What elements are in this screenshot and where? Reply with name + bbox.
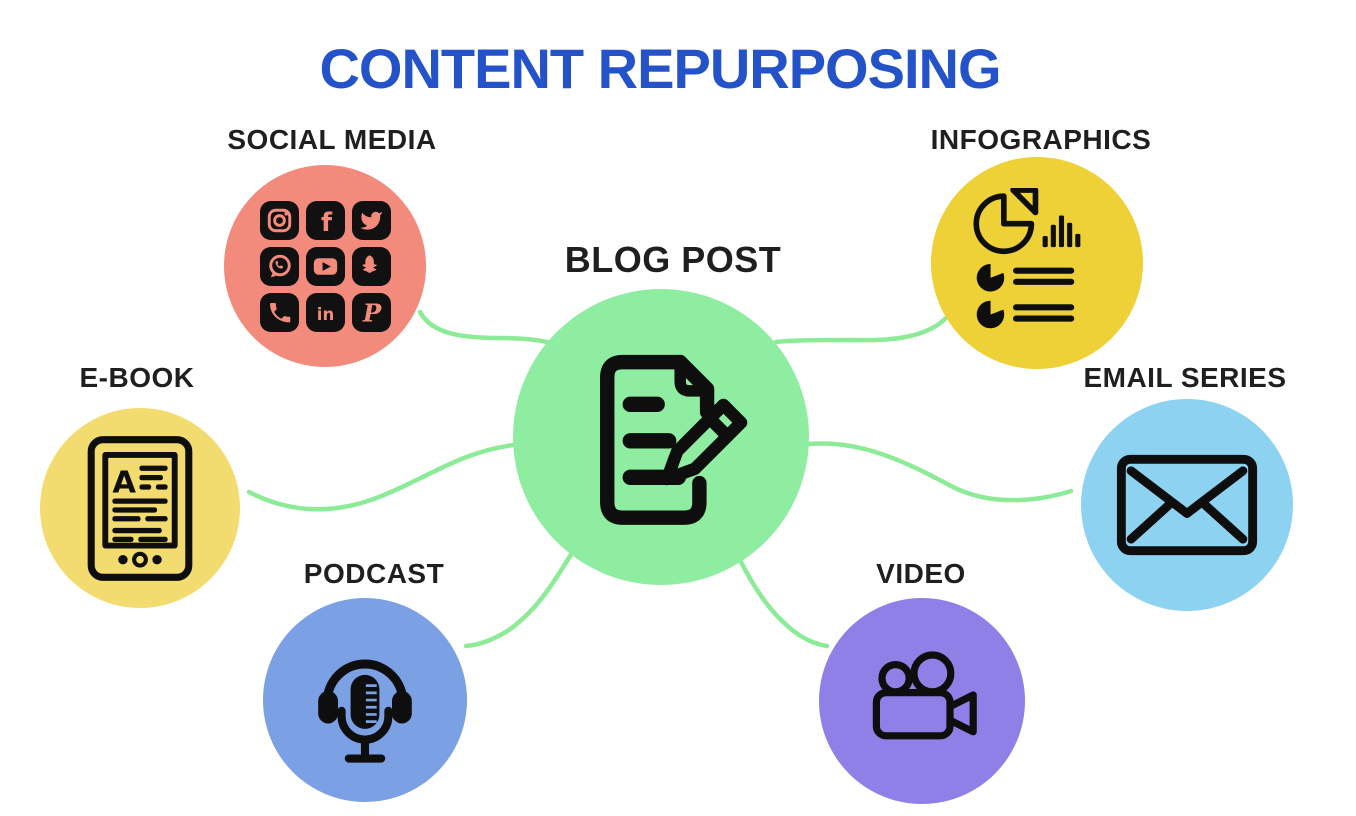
social-media-label: SOCIAL MEDIA xyxy=(227,124,437,155)
bar-chart-glyph xyxy=(1042,215,1081,247)
whatsapp-icon xyxy=(259,246,299,286)
ebook-label: E-BOOK xyxy=(79,362,195,393)
ebook-circle: A xyxy=(40,408,240,608)
social-media-circle: f xyxy=(224,165,426,367)
social-media-grid-icon: f xyxy=(259,200,391,332)
infographics-label: INFOGRAPHICS xyxy=(930,124,1152,155)
microphone-grill-lines xyxy=(365,683,377,723)
microphone-headphones-icon xyxy=(318,659,412,763)
svg-text:in: in xyxy=(316,304,333,323)
svg-text:P: P xyxy=(361,298,381,327)
podcast-circle xyxy=(263,598,467,802)
podcast-label: PODCAST xyxy=(303,558,445,589)
youtube-icon xyxy=(305,246,345,286)
ereader-text-lines xyxy=(112,465,168,542)
connector-video xyxy=(736,555,830,649)
connector-email xyxy=(806,441,1074,503)
svg-text:f: f xyxy=(320,207,332,237)
linkedin-icon: in xyxy=(305,292,345,332)
video-camera-icon xyxy=(872,651,977,740)
connector-infographics xyxy=(773,314,950,345)
snapchat-icon xyxy=(351,246,391,286)
pinterest-icon: P xyxy=(351,292,391,332)
ereader-screen-letter: A xyxy=(112,465,136,500)
envelope-icon xyxy=(1116,454,1258,556)
instagram-icon xyxy=(259,200,299,240)
email-series-circle xyxy=(1081,399,1293,611)
page-title: CONTENT REPURPOSING xyxy=(319,37,1001,100)
document-pencil-icon xyxy=(600,354,748,525)
blog-post-circle xyxy=(513,289,809,585)
connector-social-media xyxy=(417,309,554,346)
video-circle xyxy=(819,598,1025,804)
infographics-circle xyxy=(931,157,1143,369)
charts-icon xyxy=(973,187,1081,328)
blog-post-label: BLOG POST xyxy=(564,239,782,280)
video-label: VIDEO xyxy=(876,558,966,589)
facebook-icon: f xyxy=(305,200,345,240)
email-series-label: EMAIL SERIES xyxy=(1083,362,1287,393)
connector-ebook xyxy=(246,442,516,512)
phone-icon xyxy=(259,292,299,332)
twitter-icon xyxy=(351,200,391,240)
connector-podcast xyxy=(463,550,575,649)
ereader-icon: A xyxy=(87,435,193,581)
